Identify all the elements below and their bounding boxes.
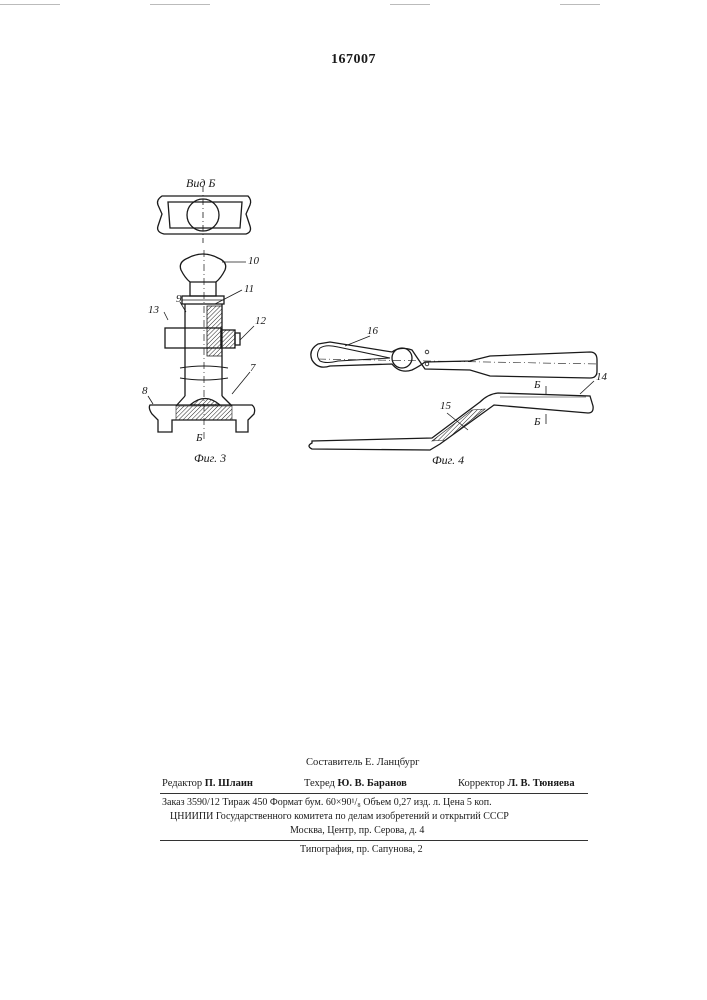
corrector-role: Корректор	[458, 778, 505, 789]
figure-3-caption: Фиг. 3	[194, 452, 226, 464]
section-mark-b-bottom: Б	[534, 417, 541, 428]
corrector-name: Л. В. Тюняева	[507, 778, 574, 789]
view-b-drawing	[158, 186, 251, 243]
corrector-credit: Корректор Л. В. Тюняева	[458, 779, 575, 790]
order-line: Заказ 3590/12 Тираж 450 Формат бум. 60×9…	[162, 798, 492, 808]
address-line: Москва, Центр, пр. Серова, д. 4	[290, 826, 424, 836]
compiler-line: Составитель Е. Ланцбург	[306, 758, 419, 769]
figure-3-drawing	[148, 186, 255, 440]
editor-name: П. Шлаин	[205, 778, 253, 789]
editor-credit: Редактор П. Шлаин	[162, 779, 253, 790]
tech-editor-credit: Техред Ю. В. Баранов	[304, 779, 407, 790]
view-b-label: Вид Б	[186, 177, 215, 189]
figure-4-caption: Фиг. 4	[432, 454, 464, 466]
tech-editor-name: Ю. В. Баранов	[338, 778, 407, 789]
part-label-7: 7	[250, 363, 256, 374]
part-label-9: 9	[176, 294, 182, 305]
part-label-10: 10	[248, 256, 259, 267]
part-label-16: 16	[367, 326, 378, 337]
imprint-divider	[160, 840, 588, 841]
section-mark-b: Б	[196, 433, 203, 444]
figure-4-drawing	[309, 336, 598, 450]
part-label-8: 8	[142, 386, 148, 397]
editor-role: Редактор	[162, 778, 202, 789]
part-label-15: 15	[440, 401, 451, 412]
part-label-13: 13	[148, 305, 159, 316]
section-mark-b-top: Б	[534, 380, 541, 391]
tech-editor-role: Техред	[304, 778, 335, 789]
part-label-14: 14	[596, 372, 607, 383]
part-label-11: 11	[244, 284, 254, 295]
part-label-12: 12	[255, 316, 266, 327]
imprint-divider	[160, 793, 588, 794]
institute-line: ЦНИИПИ Государственного комитета по дела…	[170, 812, 509, 822]
printer-line: Типография, пр. Сапунова, 2	[300, 845, 423, 855]
